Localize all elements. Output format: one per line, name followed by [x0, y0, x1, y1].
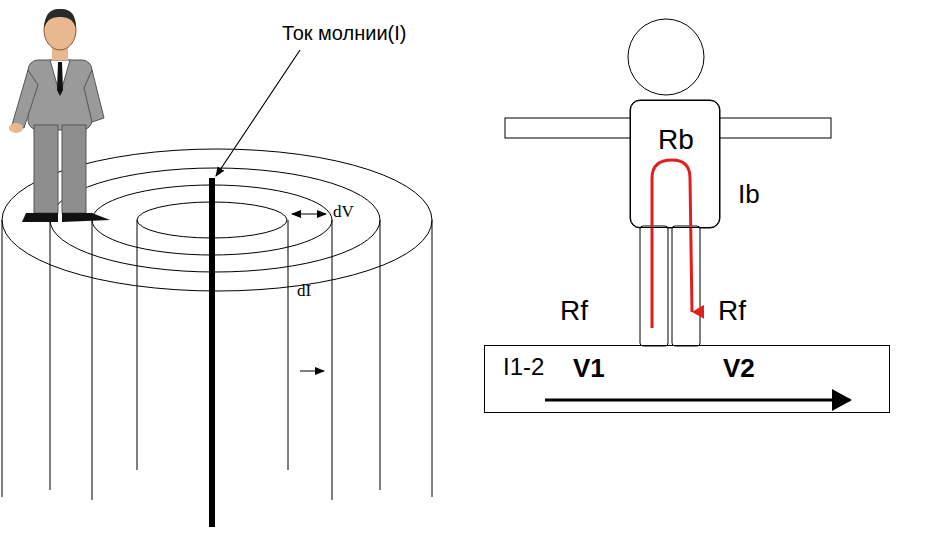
resistance-label: Rb	[658, 125, 694, 156]
body-current-arrow	[652, 160, 692, 328]
ground-current-line	[545, 399, 850, 402]
di-label: dI	[297, 282, 311, 301]
resistance-label: Rf	[718, 296, 746, 327]
di-arrow	[300, 371, 324, 372]
voltage-label: V2	[723, 354, 755, 383]
voltage-label: V1	[573, 354, 605, 383]
resistance-label: Rf	[560, 296, 588, 327]
body-box: Rb	[630, 100, 720, 228]
body-model	[505, 19, 831, 346]
lightning-label: Ток молнии(I)	[282, 22, 406, 44]
dv-arrow	[292, 214, 326, 215]
ground-slab: I1-2 V1 V2	[484, 345, 890, 413]
current-label: I1-2	[503, 354, 544, 380]
ground-current-head	[832, 389, 852, 411]
current-label: Ib	[738, 180, 760, 209]
lightning-current	[209, 178, 215, 527]
dv-label: dV	[333, 203, 354, 222]
leader-line	[216, 50, 300, 176]
person-figure	[9, 9, 110, 222]
